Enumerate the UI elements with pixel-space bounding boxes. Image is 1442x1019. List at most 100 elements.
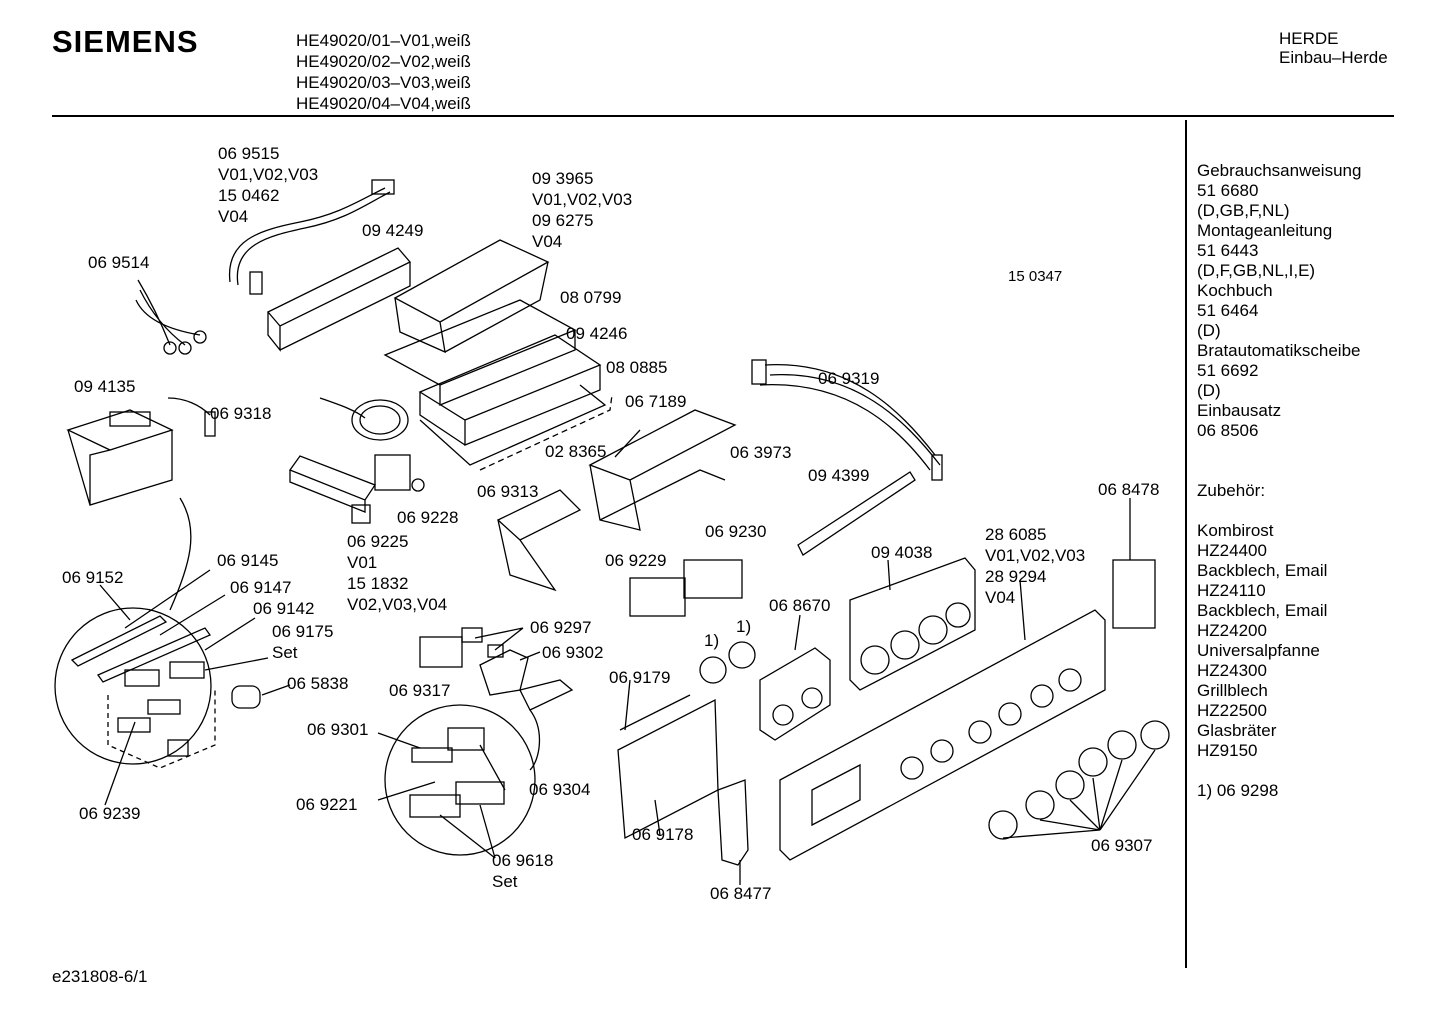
accessory-item: Backblech, Email [1197,601,1328,620]
model-line: HE49020/02–V02,weiß [296,52,471,71]
relay-pins [109,411,151,427]
leader-line [99,569,291,806]
knob-hole [998,702,1022,726]
part-label: 06 8478 [1098,480,1160,499]
accessory-item: Glasbräter [1197,721,1277,740]
model-line: HE49020/01–V01,weiß [296,31,471,50]
part-label: 06 9145 [217,551,279,570]
part-label: 06 9304 [529,780,591,799]
part-label: 06 9301 [307,720,369,739]
part-label: 06 5838 [287,674,349,693]
switch-part [447,727,485,751]
part-label: 06 9318 [210,404,272,423]
knob-hole [968,720,992,744]
switch-unit [683,559,743,599]
accessory-item: HZ9150 [1197,741,1258,760]
lead-wire [167,397,211,416]
accessories-title: Zubehör: [1197,481,1266,500]
rail [97,627,211,683]
doc-item: Gebrauchsanweisung [1197,161,1362,180]
switch-part [411,747,453,763]
set-part [409,794,461,818]
rail [70,615,168,667]
accessory-item: Universalpfanne [1197,641,1320,660]
thermostat-coil [351,399,409,441]
board [617,698,719,840]
part-label: 09 4038 [871,543,933,562]
dashed-frame [107,690,216,769]
subcategory: Einbau–Herde [1279,48,1388,67]
switch-block [418,334,602,446]
doc-item: 51 6680 [1197,181,1259,200]
bracket [1112,559,1156,629]
bracket [266,247,412,352]
switch-part [169,661,205,679]
switch-part [117,717,151,733]
part-label: 06 9179 [609,668,671,687]
knob-hole [1030,684,1054,708]
regulator-shaft [411,478,425,492]
control-panel [849,557,976,691]
connector [751,359,767,385]
knob-hole [900,756,924,780]
switch-frame [588,409,737,531]
detail-circle [384,704,536,856]
knob-hole [1058,668,1082,692]
part-label: 08 0885 [606,358,668,377]
part-label: 06 9313 [477,482,539,501]
accessory-item: HZ24200 [1197,621,1267,640]
connector [371,179,395,195]
knob-hole [772,704,794,726]
lamp-holder [479,649,529,696]
accessory-item: Grillblech [1197,681,1268,700]
model-list: HE49020/01–V01,weiß HE49020/02–V02,weiß … [296,30,471,114]
contact-bar [288,455,376,513]
switch-block [383,299,577,406]
leader-line [614,429,1131,885]
doc-item: (D,F,GB,NL,I,E) [1197,261,1316,280]
part-label: 06 7189 [625,392,687,411]
accessory-item: Kombirost [1197,521,1274,540]
ring [699,656,727,684]
part-label: 06 9317 [389,681,451,700]
model-line: HE49020/03–V03,weiß [296,73,471,92]
footnote: 1) 06 9298 [1197,781,1279,800]
accessory-item: HZ24110 [1197,581,1266,600]
sidebar-divider [1185,120,1187,968]
knob-hole [930,739,954,763]
header-divider [52,115,1394,117]
part-label: 06 9142 [253,599,315,618]
switch-unit [629,577,686,617]
part-label: 06 9302 [542,643,604,662]
doc-item: 51 6464 [1197,301,1259,320]
footnote-marker: 1) [736,617,752,636]
brand-logo: SIEMENS [52,24,199,59]
pcb [797,471,916,556]
part-label: 06 9221 [296,795,358,814]
part-label: 09 4135 [74,377,136,396]
switch-part [461,627,483,643]
bezel [759,647,831,741]
terminal [519,679,574,711]
part-label: 06 9147 [230,578,292,597]
wire-harness [228,187,386,283]
part-label: 06 8477 [710,884,772,903]
part-label: 09 4399 [808,466,870,485]
accessory-item: HZ24400 [1197,541,1267,560]
knob-set [988,720,1170,840]
callout-line [169,497,192,611]
plug [204,411,216,437]
dashed-line [479,394,613,471]
capillary [319,397,366,419]
sensor [163,341,177,355]
part-label: 06 9514 [88,253,150,272]
detail-circle [54,607,212,765]
accessory-item: HZ22500 [1197,701,1267,720]
switch-frame [599,469,726,521]
category-block: HERDE Einbau–Herde [1279,29,1388,67]
tray [393,239,550,354]
sidebar: Gebrauchsanweisung 51 6680 (D,GB,F,NL) M… [1197,161,1361,801]
wire-harness [236,191,391,286]
